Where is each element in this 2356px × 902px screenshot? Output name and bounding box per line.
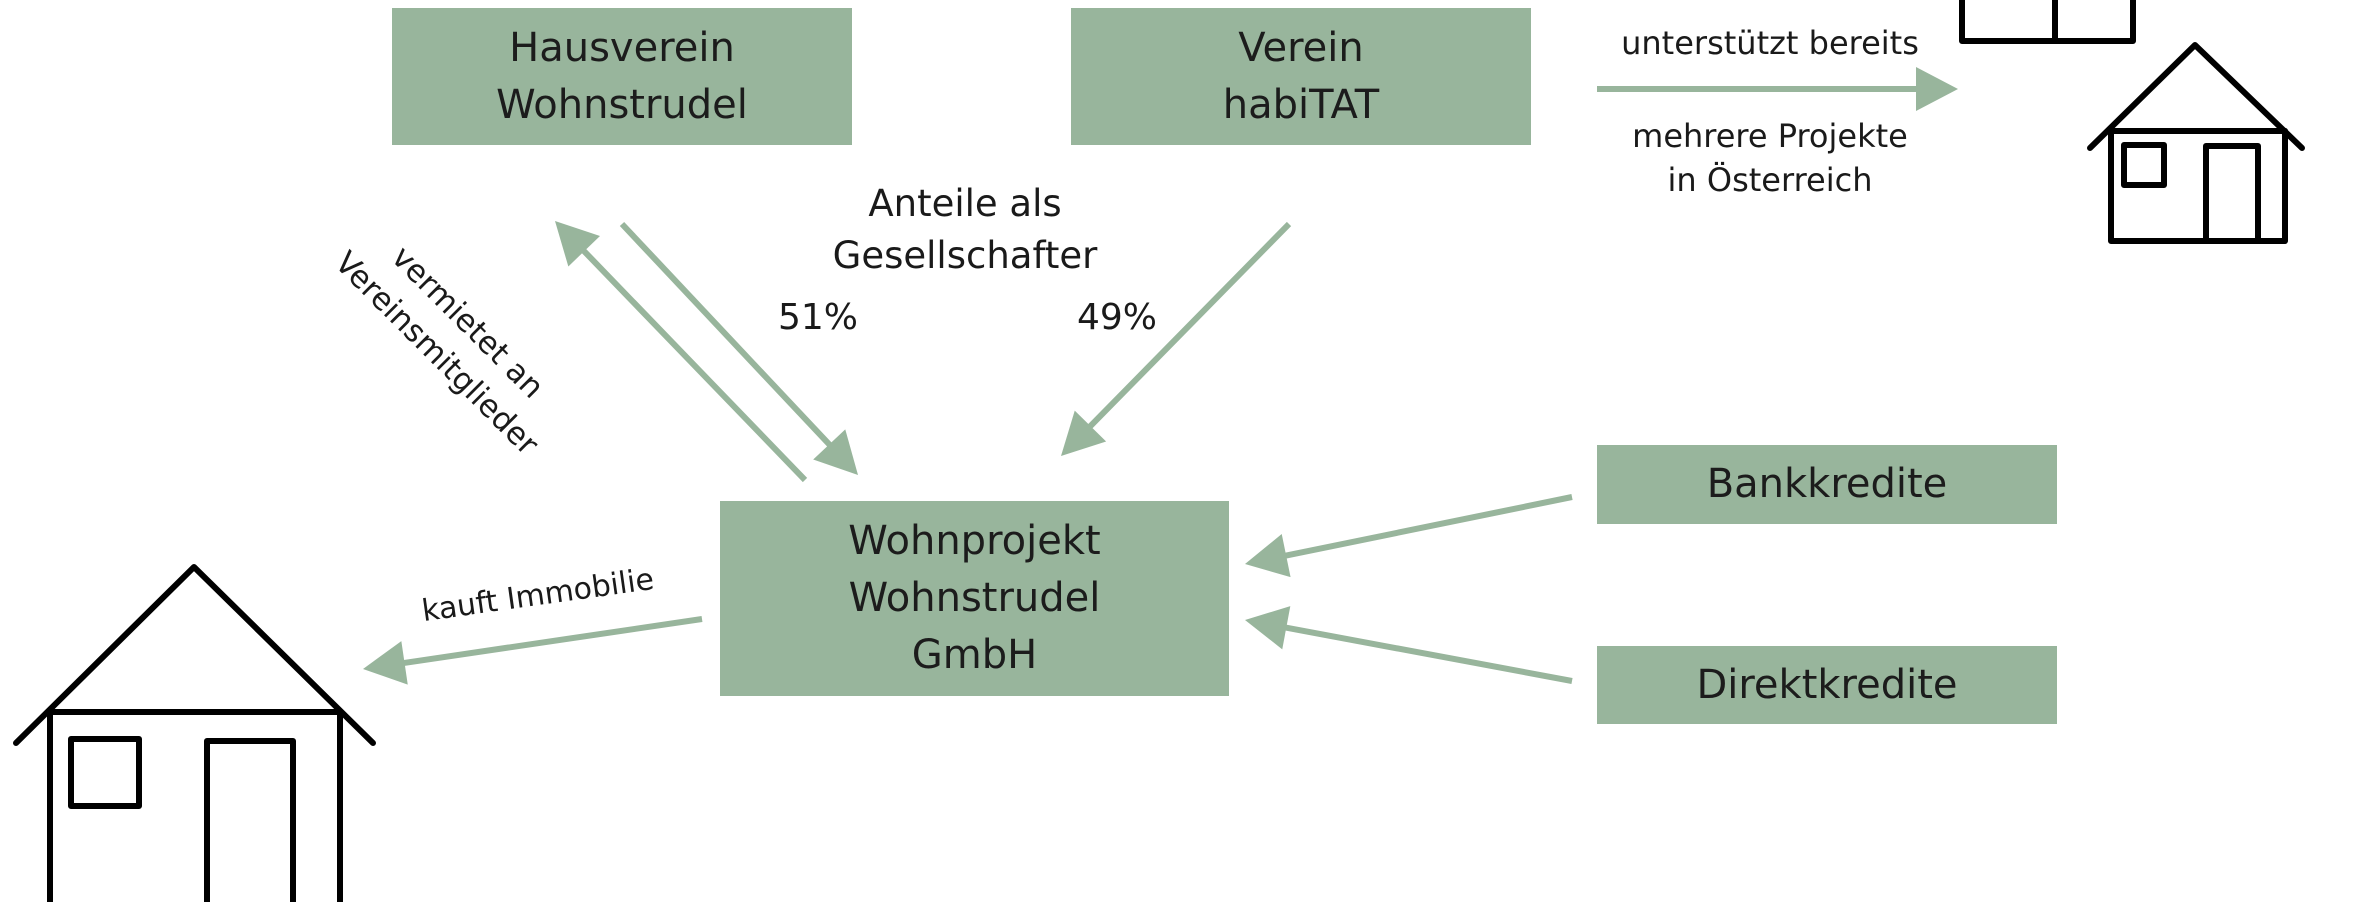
hausverein-line-1: Hausverein	[509, 24, 735, 71]
verein-habitat-box: Verein habiTAT	[1071, 8, 1531, 145]
arrow-bankkredite-to-gmbh	[1245, 494, 1573, 578]
mehrere-line-2: in Österreich	[1667, 161, 1873, 199]
direktkredite-box: Direktkredite	[1597, 646, 2057, 724]
bankkredite-box: Bankkredite	[1597, 445, 2057, 524]
direktkredite-label: Direktkredite	[1696, 661, 1958, 708]
arrow-gmbh-to-hausverein	[555, 221, 808, 483]
wohnprojekt-line-1: Wohnprojekt	[848, 518, 1101, 564]
house-window	[2121, 142, 2167, 188]
unterstuetzt-label: unterstützt bereits	[1621, 24, 1919, 62]
house-roof	[2087, 42, 2305, 151]
arrow-hausverein-to-gmbh-head	[813, 429, 858, 475]
arrow-gmbh-to-house	[363, 616, 703, 685]
arrow-unterstuetzt-head	[1916, 67, 1958, 111]
anteile-line-1: Anteile als	[868, 182, 1062, 225]
arrow-gmbh-to-house-head	[363, 641, 408, 685]
arrow-habitat-to-gmbh-head	[1061, 410, 1107, 456]
mehrere-line-1: mehrere Projekte	[1632, 117, 1908, 155]
house-door	[2203, 143, 2261, 244]
percent-49-label: 49%	[1077, 297, 1158, 338]
arrow-gmbh-to-hausverein-shaft	[580, 247, 808, 483]
arrow-unterstuetzt	[1597, 67, 1958, 111]
house-roof	[13, 564, 376, 746]
arrow-direktkredite-to-gmbh-shaft	[1283, 624, 1573, 684]
arrow-habitat-to-gmbh	[1061, 221, 1292, 456]
house-icon-small	[2087, 42, 2305, 244]
wohnprojekt-line-2: Wohnstrudel	[848, 575, 1101, 621]
arrow-gmbh-to-house-shaft	[402, 616, 703, 667]
arrow-direktkredite-to-gmbh	[1245, 606, 1573, 684]
hausverein-line-2: Wohnstrudel	[496, 81, 748, 128]
house-walls	[47, 709, 343, 902]
house-window	[68, 736, 142, 809]
percent-51-label: 51%	[778, 297, 859, 338]
verein-line-1: Verein	[1238, 24, 1364, 71]
anteile-line-2: Gesellschafter	[832, 234, 1098, 277]
arrow-bankkredite-to-gmbh-head	[1245, 534, 1291, 578]
hausverein-box: Hausverein Wohnstrudel	[392, 8, 852, 145]
house-icon-top-partial	[1959, 0, 2136, 44]
house-walls	[1959, 0, 2136, 44]
arrow-habitat-to-gmbh-shaft	[1086, 221, 1292, 430]
bankkredite-label: Bankkredite	[1706, 461, 1948, 507]
anteile-label: Anteile als Gesellschafter	[790, 178, 1140, 282]
arrow-hausverein-to-gmbh-shaft	[619, 221, 833, 448]
house-walls	[2108, 128, 2288, 244]
arrow-gmbh-to-hausverein-head	[555, 221, 600, 267]
wohnprojekt-line-3: GmbH	[911, 632, 1038, 678]
house-icon-large	[13, 564, 376, 902]
arrow-hausverein-to-gmbh	[619, 221, 858, 475]
verein-line-2: habiTAT	[1222, 81, 1380, 128]
arrow-direktkredite-to-gmbh-head	[1245, 606, 1291, 650]
mehrere-projekte-label: mehrere Projekte in Österreich	[1590, 114, 1950, 202]
wohnprojekt-box: Wohnprojekt Wohnstrudel GmbH	[720, 501, 1229, 696]
arrow-bankkredite-to-gmbh-shaft	[1283, 494, 1573, 559]
house-door	[204, 738, 296, 902]
